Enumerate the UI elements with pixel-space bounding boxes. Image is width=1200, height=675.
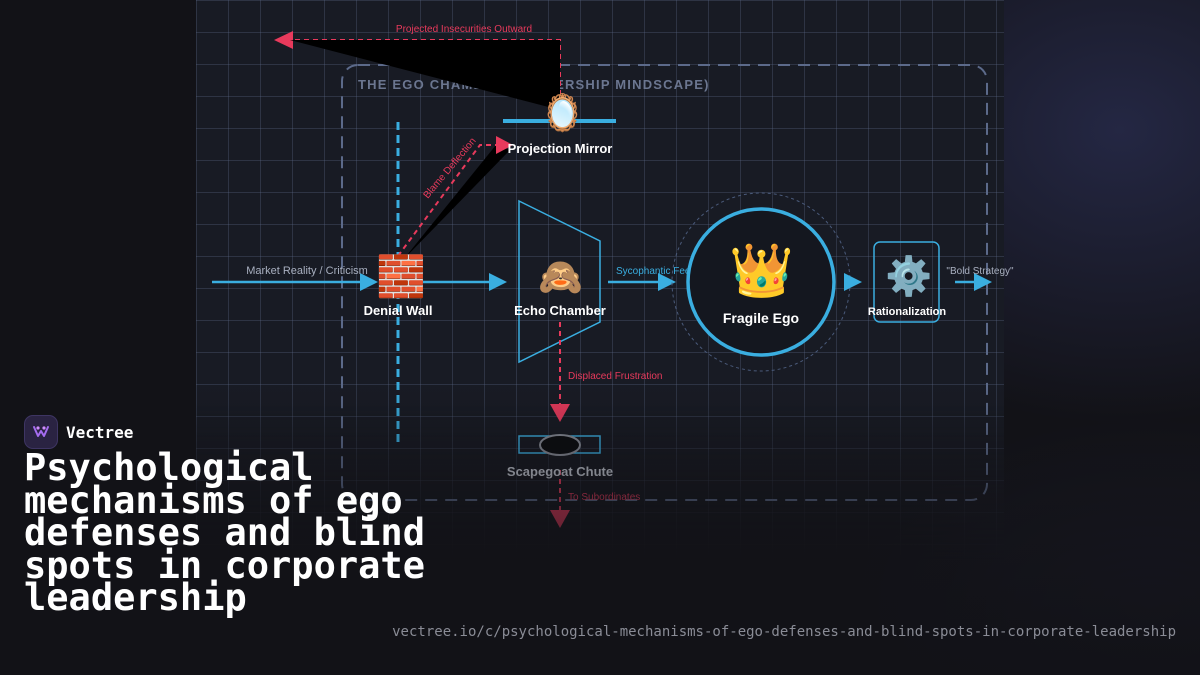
see-no-evil-monkey-icon: 🙈: [538, 257, 583, 298]
arrowhead-bold-strategy: [974, 273, 992, 291]
edge-label-to-subordinates: To Subordinates: [568, 492, 640, 503]
brand-name: Vectree: [66, 422, 134, 442]
node-label-echo-chamber: Echo Chamber: [514, 303, 606, 318]
brand: Vectree: [24, 415, 133, 449]
arrowhead-projected-insecurities: [274, 31, 293, 49]
gear-icon: ⚙️: [885, 254, 933, 298]
edge-label-projected-insecurities: Projected Insecurities Outward: [396, 24, 532, 35]
arrowhead-to-subordinates: [550, 510, 570, 528]
arrowhead-blame-deflection: [496, 136, 513, 154]
arrowhead-displaced-frustration: [550, 404, 570, 422]
vectree-logo-icon: [24, 415, 58, 449]
rationalization-box: [873, 241, 940, 323]
crown-icon: 👑: [729, 241, 794, 301]
node-label-projection-mirror: Projection Mirror: [508, 141, 613, 156]
node-label-rationalization: Rationalization: [868, 306, 947, 318]
arrowhead-market-reality: [360, 273, 378, 291]
node-label-scapegoat-chute: Scapegoat Chute: [507, 464, 613, 479]
hole-icon: [539, 434, 581, 456]
echo-chamber-shape: [518, 199, 601, 364]
arrowhead-ego-to-rationalization: [844, 273, 862, 291]
edge-label-blame-deflection: Blame Deflection: [422, 136, 479, 201]
edge-label-displaced-frustration: Displaced Frustration: [568, 371, 662, 382]
node-label-denial-wall: Denial Wall: [364, 303, 433, 318]
projection-beam: [290, 40, 560, 110]
node-label-fragile-ego: Fragile Ego: [723, 310, 799, 326]
page-title: Psychological mechanisms of ego defenses…: [24, 446, 425, 619]
edge-label-sycophantic-feedback: Sycophantic Feedback: [616, 266, 718, 277]
blame-beam: [403, 145, 510, 260]
edge-label-bold-strategy: "Bold Strategy": [946, 266, 1014, 277]
arrowhead-sycophantic-feedback: [658, 273, 676, 291]
page-url: vectree.io/c/psychological-mechanisms-of…: [392, 624, 1176, 640]
edge-blame-deflection: [397, 144, 497, 257]
mirror-icon: 🪞: [540, 93, 585, 134]
fragile-ego-ring: [686, 207, 836, 357]
edge-label-market-reality: Market Reality / Criticism: [246, 265, 368, 277]
brick-wall-icon: 🧱: [376, 254, 426, 300]
arrowhead-wall-to-echo: [489, 273, 507, 291]
